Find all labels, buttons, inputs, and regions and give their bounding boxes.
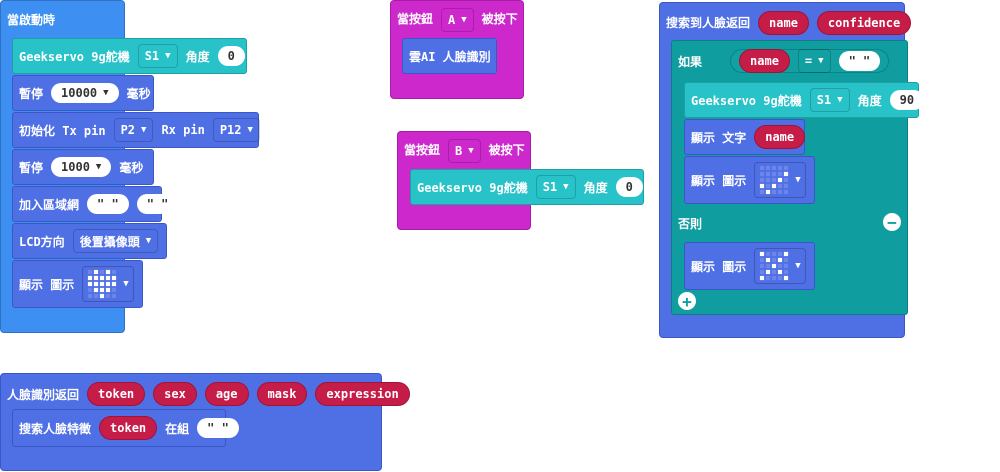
rx-label: Rx pin xyxy=(161,123,205,137)
pressed-label: 被按下 xyxy=(481,12,518,26)
cloud-ai-label: 雲AI 人臉識別 xyxy=(409,49,491,64)
servo-label: Geekservo 9g舵機 xyxy=(19,49,130,64)
param-sex[interactable]: sex xyxy=(153,382,197,406)
chevron-down-icon: ▼ xyxy=(563,182,569,192)
search-token-var[interactable]: token xyxy=(99,416,158,440)
chevron-down-icon: ▼ xyxy=(123,279,129,289)
show-icon-label: 顯示 圖示 xyxy=(19,277,75,292)
join-label: 加入區域網 xyxy=(19,197,80,212)
on-start-label: 當啟動時 xyxy=(7,13,56,27)
pause-block-1[interactable]: 暫停 10000▼ 毫秒 xyxy=(12,75,154,111)
show-icon-block-then[interactable]: 顯示 圖示 ▼ xyxy=(684,156,815,204)
show-icon-label: 顯示 圖示 xyxy=(691,259,747,274)
icon-picker[interactable]: ▼ xyxy=(754,248,806,284)
chevron-down-icon: ▼ xyxy=(247,125,253,135)
servo-block-then[interactable]: Geekservo 9g舵機 S1▼ 角度 90 xyxy=(684,82,925,118)
angle-label: 角度 xyxy=(857,93,882,108)
button-select-dropdown[interactable]: B▼ xyxy=(448,139,481,163)
param-name[interactable]: name xyxy=(758,11,809,35)
init-label: 初始化 Tx pin xyxy=(19,123,106,138)
servo-block-start[interactable]: Geekservo 9g舵機 S1▼ 角度 0 xyxy=(12,38,247,74)
chevron-down-icon: ▼ xyxy=(468,146,474,156)
else-row: 否則 xyxy=(678,212,906,234)
face-return-label: 人臉識別返回 xyxy=(7,388,80,402)
join-network-block[interactable]: 加入區域網 " " " " xyxy=(12,186,179,222)
pause-block-2[interactable]: 暫停 1000▼ 毫秒 xyxy=(12,149,154,185)
else-label: 否則 xyxy=(678,216,703,231)
servo-port-dropdown[interactable]: S1▼ xyxy=(535,175,576,199)
compare-value-input[interactable]: " " xyxy=(838,51,881,71)
button-label: 當按鈕 xyxy=(404,143,441,157)
cloud-ai-face-block[interactable]: 雲AI 人臉識別 xyxy=(402,38,497,74)
ssid-input[interactable]: " " xyxy=(87,194,129,214)
show-icon-label: 顯示 圖示 xyxy=(691,173,747,188)
init-serial-block[interactable]: 初始化 Tx pin P2▼ Rx pin P12▼ xyxy=(12,112,260,148)
servo-port-dropdown[interactable]: S1▼ xyxy=(137,44,178,68)
button-label: 當按鈕 xyxy=(397,12,434,26)
angle-label: 角度 xyxy=(583,180,608,195)
show-icon-block-else[interactable]: 顯示 圖示 ▼ xyxy=(684,242,815,290)
param-token[interactable]: token xyxy=(87,382,146,406)
param-confidence[interactable]: confidence xyxy=(816,11,912,35)
show-text-block[interactable]: 顯示 文字 name xyxy=(684,119,806,155)
param-age[interactable]: age xyxy=(204,382,249,406)
group-input[interactable]: " " xyxy=(197,418,239,438)
chevron-down-icon: ▼ xyxy=(795,261,801,271)
servo-label: Geekservo 9g舵機 xyxy=(691,93,802,108)
cond-name-var[interactable]: name xyxy=(739,49,790,73)
password-input[interactable]: " " xyxy=(136,194,179,214)
chevron-down-icon: ▼ xyxy=(461,15,467,25)
compare-condition[interactable]: name =▼ " " xyxy=(730,49,890,73)
heart-icon xyxy=(87,269,117,299)
servo-block-b[interactable]: Geekservo 9g舵機 S1▼ 角度 0 xyxy=(410,169,644,205)
chevron-down-icon: ▼ xyxy=(103,88,109,98)
show-text-label: 顯示 文字 xyxy=(691,130,747,145)
show-text-name-var[interactable]: name xyxy=(754,125,806,149)
chevron-down-icon: ▼ xyxy=(95,162,102,172)
pause-unit: 毫秒 xyxy=(119,160,144,175)
angle-input[interactable]: 0 xyxy=(615,177,643,197)
icon-picker[interactable]: ▼ xyxy=(754,162,806,198)
angle-input[interactable]: 0 xyxy=(217,46,245,66)
pause-label: 暫停 xyxy=(19,160,44,175)
chevron-down-icon: ▼ xyxy=(795,175,801,185)
pause-value-dropdown[interactable]: 1000▼ xyxy=(51,157,112,177)
plus-icon[interactable]: + xyxy=(678,292,696,311)
button-select-dropdown[interactable]: A▼ xyxy=(441,8,474,32)
check-icon xyxy=(759,165,789,195)
cross-icon xyxy=(759,251,789,281)
lcd-label: LCD方向 xyxy=(19,234,65,249)
servo-port-dropdown[interactable]: S1▼ xyxy=(809,88,850,112)
search-face-block[interactable]: 搜索人臉特徵 token 在組 " " xyxy=(12,409,239,447)
param-mask[interactable]: mask xyxy=(256,382,308,406)
pressed-label: 被按下 xyxy=(488,143,525,157)
lcd-direction-block[interactable]: LCD方向 後置攝像頭▼ xyxy=(12,223,167,259)
in-group-label: 在組 xyxy=(165,421,190,436)
chevron-down-icon: ▼ xyxy=(141,125,147,135)
tx-pin-dropdown[interactable]: P2▼ xyxy=(113,118,154,142)
rx-pin-dropdown[interactable]: P12▼ xyxy=(212,118,260,142)
icon-picker[interactable]: ▼ xyxy=(82,266,134,302)
then-label: 那麼 xyxy=(915,54,940,69)
if-label: 如果 xyxy=(678,54,703,69)
show-icon-block-start[interactable]: 顯示 圖示 ▼ xyxy=(12,260,143,308)
search-return-label: 搜索到人臉返回 xyxy=(666,16,751,30)
chevron-down-icon: ▼ xyxy=(145,236,152,246)
chevron-down-icon: ▼ xyxy=(837,95,843,105)
param-expression[interactable]: expression xyxy=(315,382,410,406)
compare-op-dropdown[interactable]: =▼ xyxy=(797,49,831,73)
pause-unit: 毫秒 xyxy=(126,86,151,101)
if-row: 如果 name =▼ " " 那麼 xyxy=(678,44,939,78)
lcd-direction-dropdown[interactable]: 後置攝像頭▼ xyxy=(72,229,159,253)
chevron-down-icon: ▼ xyxy=(818,56,824,66)
angle-input[interactable]: 90 xyxy=(889,90,925,110)
pause-label: 暫停 xyxy=(19,86,44,101)
angle-label: 角度 xyxy=(185,49,210,64)
chevron-down-icon: ▼ xyxy=(165,51,171,61)
search-face-label: 搜索人臉特徵 xyxy=(19,421,92,436)
minus-icon[interactable]: − xyxy=(883,213,901,232)
pause-value-dropdown[interactable]: 10000▼ xyxy=(51,83,119,103)
servo-label: Geekservo 9g舵機 xyxy=(417,180,528,195)
